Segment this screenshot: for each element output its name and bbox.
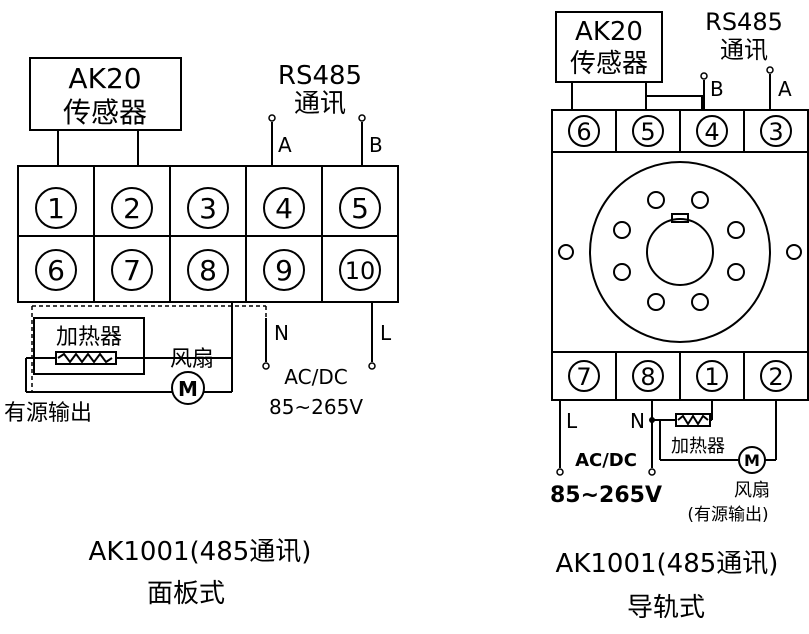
left-power-label-1: AC/DC: [284, 365, 347, 389]
right-terminal-6: 6: [576, 118, 591, 146]
left-terminal-a-label: A: [278, 133, 292, 157]
left-active-output-label: 有源输出: [4, 401, 92, 426]
right-power-label-2: 85~265V: [550, 483, 662, 508]
left-motor-icon: [171, 371, 205, 405]
left-sensor-box: [29, 57, 182, 131]
right-fan-label: 风扇: [734, 480, 770, 501]
right-terminal-a-label: A: [778, 77, 792, 101]
right-sensor-label-2: 传感器: [570, 49, 648, 79]
left-n-label: N: [274, 321, 289, 345]
left-terminal-1: 1: [47, 192, 65, 225]
right-type-label: 导轨式: [627, 593, 705, 623]
right-rs485-label-2: 通讯: [720, 36, 768, 64]
right-terminal-5: 5: [640, 118, 655, 146]
right-rs485-label-1: RS485: [705, 8, 783, 36]
right-n-label: N: [630, 409, 645, 433]
left-terminal-3: 3: [199, 192, 217, 225]
right-terminal-b-label: B: [710, 77, 724, 101]
right-power-label-1: AC/DC: [575, 450, 637, 471]
right-model-label: AK1001(485通讯): [556, 549, 779, 579]
left-l-label: L: [380, 321, 392, 345]
right-active-output-label: (有源输出): [687, 505, 768, 525]
right-terminal-1: 1: [704, 363, 719, 391]
right-heater-label: 加热器: [671, 436, 725, 457]
left-terminal-b-label: B: [369, 133, 383, 157]
left-model-label: AK1001(485通讯): [89, 537, 312, 567]
left-terminal-5: 5: [351, 192, 369, 225]
right-terminal-2: 2: [768, 363, 783, 391]
right-l-label: L: [566, 409, 578, 433]
left-rs485-label-2: 通讯: [294, 89, 346, 119]
right-terminal-3: 3: [768, 118, 783, 146]
left-sensor-label-1: AK20: [68, 62, 141, 95]
left-terminal-8: 8: [199, 254, 217, 287]
right-terminal-7: 7: [576, 363, 591, 391]
left-terminal-4: 4: [275, 192, 293, 225]
right-sensor-box: [555, 11, 663, 83]
left-rs485-label-1: RS485: [278, 61, 362, 91]
right-motor-label: M: [744, 451, 760, 470]
left-terminal-10: 10: [345, 257, 376, 285]
left-terminal-6: 6: [47, 254, 65, 287]
right-terminal-4: 4: [704, 118, 719, 146]
left-type-label: 面板式: [147, 579, 225, 609]
left-terminal-block: [17, 165, 399, 303]
left-fan-label: 风扇: [170, 347, 214, 372]
left-heater-label: 加热器: [56, 325, 122, 350]
left-sensor-label-2: 传感器: [63, 96, 147, 129]
right-terminal-8: 8: [640, 363, 655, 391]
left-power-label-2: 85~265V: [269, 395, 363, 419]
left-motor-label: M: [178, 377, 198, 401]
left-heater-box: [33, 317, 145, 375]
left-terminal-2: 2: [123, 192, 141, 225]
right-sensor-label-1: AK20: [575, 17, 643, 47]
left-terminal-7: 7: [123, 254, 141, 287]
left-terminal-9: 9: [275, 254, 293, 287]
